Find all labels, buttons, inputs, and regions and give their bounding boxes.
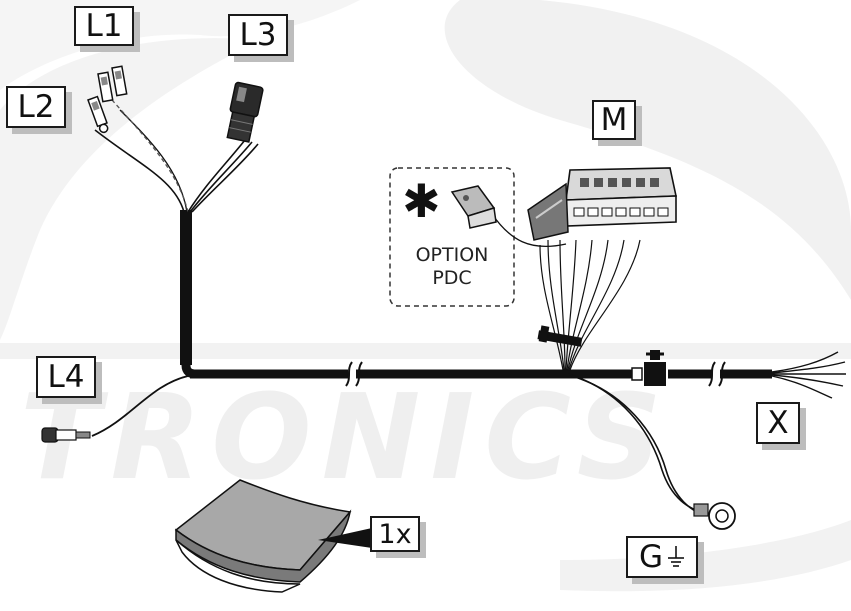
- l4-branch: [41, 375, 189, 443]
- pdc-connector: [450, 185, 567, 248]
- l4-connector: [41, 427, 91, 443]
- label-m: M: [592, 100, 636, 140]
- vertical-trunk: [179, 210, 197, 381]
- l2-terminal: [87, 95, 109, 134]
- label-x: X: [756, 402, 800, 444]
- l1-terminals: [97, 65, 128, 103]
- label-quantity: 1x: [370, 516, 420, 552]
- m-cable-tie: [537, 325, 583, 347]
- asterisk-marker: ✱: [402, 174, 441, 228]
- main-harness-cable: [190, 361, 772, 387]
- label-l2: L2: [6, 86, 66, 128]
- option-line-1: OPTION: [415, 244, 489, 266]
- label-l4: L4: [36, 356, 96, 398]
- label-l3: L3: [228, 14, 288, 56]
- watermark-text: TRONICS: [20, 368, 672, 506]
- label-ground: G: [626, 536, 698, 578]
- cable-clip: [631, 350, 666, 386]
- label-l1: L1: [74, 6, 134, 46]
- label-ground-text: G: [638, 538, 664, 575]
- option-line-2: PDC: [432, 266, 472, 289]
- instruction-sheet: [174, 479, 372, 593]
- ground-symbol-icon: [668, 546, 685, 567]
- m-wire-bundle: [539, 239, 641, 371]
- option-pdc-text: OPTION PDC: [390, 244, 514, 290]
- ring-terminal: [693, 502, 736, 530]
- l-branch-wires: [94, 99, 259, 213]
- x-wire-fan: [771, 351, 847, 399]
- m-connector: [527, 167, 677, 241]
- l3-connector: [226, 81, 264, 143]
- ground-wire: [567, 373, 703, 516]
